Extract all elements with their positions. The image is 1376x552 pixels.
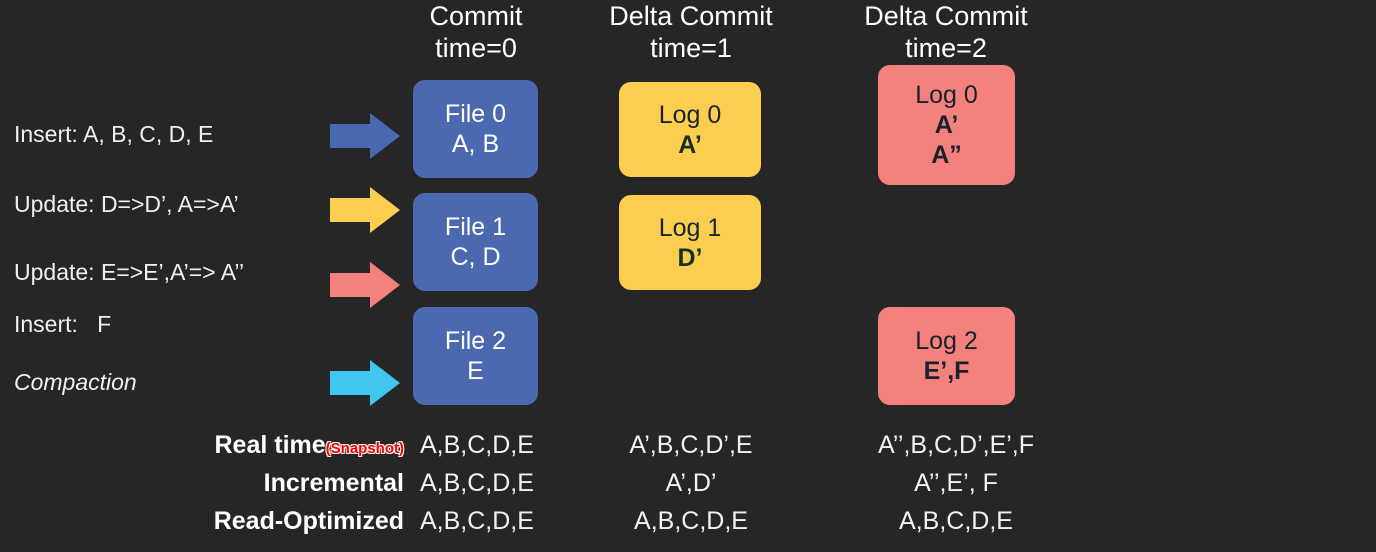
operation-label-compaction: Compaction: [14, 369, 137, 395]
compaction-arrow-icon: [330, 360, 400, 406]
query-value-real-time-commit: A,B,C,D,E: [420, 431, 534, 459]
update-arrow-icon: [330, 187, 400, 233]
file-box-0: File 0 A, B: [413, 80, 538, 178]
file-box-1: File 1 C, D: [413, 193, 538, 291]
query-value-read-optimized-commit: A,B,C,D,E: [420, 507, 534, 535]
query-value-incremental-delta1: A’,D’: [665, 469, 717, 497]
query-row-label-real-time: Real time(Snapshot): [0, 430, 405, 464]
log-box-0-t1-records: A’: [678, 130, 702, 159]
operation-label-insert-2: Insert: F: [14, 311, 112, 337]
update2-arrow-icon: [330, 262, 400, 308]
query-value-read-optimized-delta2: A,B,C,D,E: [899, 507, 1013, 535]
query-value-incremental-commit: A,B,C,D,E: [420, 469, 534, 497]
log-box-0-t2-title: Log 0: [915, 81, 978, 109]
log-box-0-t2-records-1: A’: [934, 111, 959, 139]
log-box-1-t1: Log 1 D’: [619, 195, 761, 290]
query-row-label-read-optimized: Read-Optimized: [0, 506, 404, 536]
log-box-1-t1-records: D’: [677, 243, 703, 272]
log-box-2-t2-title: Log 2: [915, 327, 978, 355]
query-value-incremental-delta2: A’’,E’, F: [914, 469, 998, 497]
query-row-label-read-optimized-text: Read-Optimized: [213, 507, 404, 535]
log-box-0-t1-title: Log 0: [658, 100, 722, 129]
log-box-2-t2: Log 2 E’,F: [878, 307, 1015, 405]
file-box-0-records: A, B: [451, 130, 500, 158]
column-header-delta-commit-2: Delta Commit time=2: [864, 1, 1028, 63]
file-box-2-records: E: [467, 357, 484, 385]
query-row-label-incremental-text: Incremental: [263, 469, 404, 497]
file-box-2: File 2 E: [413, 307, 538, 405]
query-value-real-time-delta1: A’,B,C,D’,E: [629, 431, 753, 459]
log-box-2-t2-records: E’,F: [923, 357, 970, 385]
query-value-real-time-delta2: A’’,B,C,D’,E’,F: [877, 431, 1035, 459]
query-row-label-incremental: Incremental: [0, 468, 404, 498]
log-box-0-t2-records-2: A”: [931, 141, 962, 169]
operation-label-update-2: Update: E=>E’,A’=> A’’: [14, 259, 245, 285]
file-box-1-records: C, D: [450, 243, 501, 271]
file-box-1-title: File 1: [444, 213, 507, 241]
file-box-2-title: File 2: [444, 327, 507, 355]
log-box-0-t1: Log 0 A’: [619, 82, 761, 177]
log-box-0-t2: Log 0 A’ A”: [878, 65, 1015, 185]
column-header-commit: Commit time=0: [429, 1, 523, 63]
operation-label-insert-1: Insert: A, B, C, D, E: [14, 121, 214, 147]
file-box-0-title: File 0: [444, 100, 507, 128]
operation-label-update-1: Update: D=>D’, A=>A’: [14, 191, 239, 217]
query-row-label-real-time-text: Real time: [214, 431, 326, 459]
query-value-read-optimized-delta1: A,B,C,D,E: [634, 507, 748, 535]
insert-arrow-icon: [330, 113, 400, 159]
snapshot-badge: (Snapshot): [325, 440, 404, 457]
column-header-delta-commit-1: Delta Commit time=1: [609, 1, 773, 63]
log-box-1-t1-title: Log 1: [658, 213, 722, 242]
